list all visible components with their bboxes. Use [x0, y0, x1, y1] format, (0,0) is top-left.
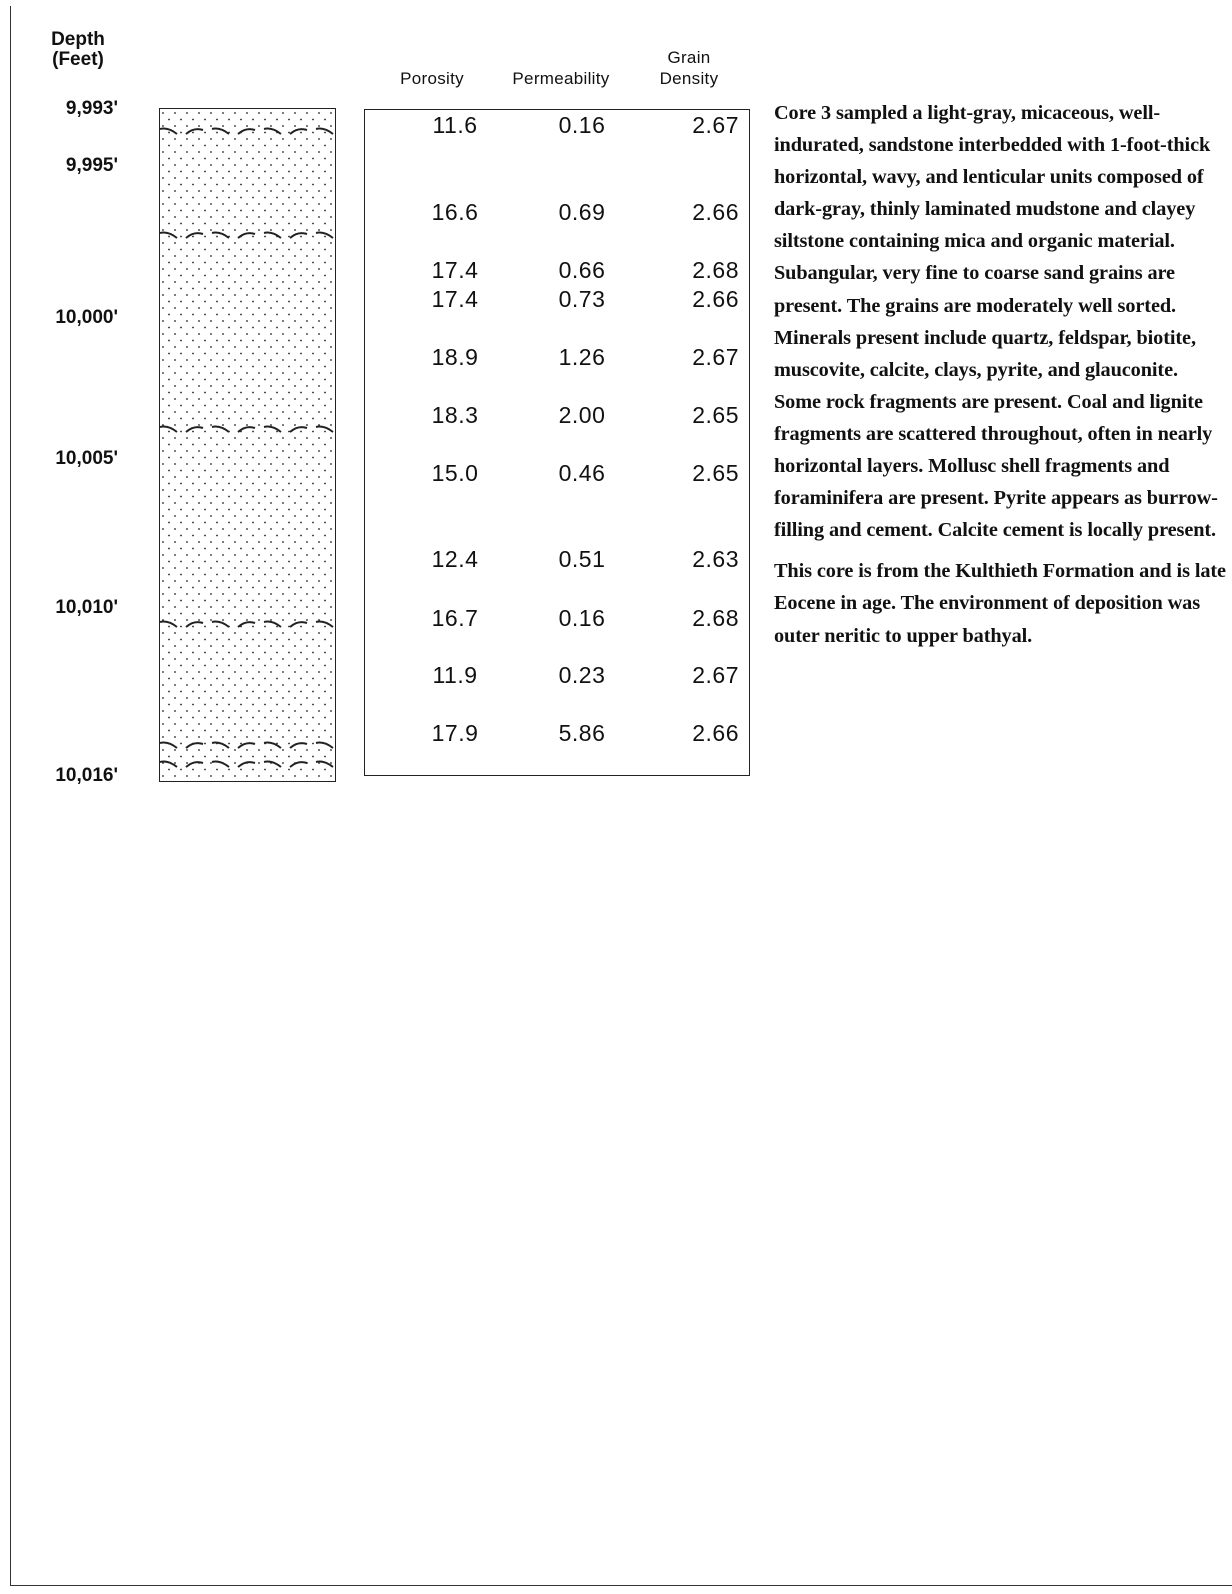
permeability-value: 0.16: [558, 605, 606, 631]
depth-label: 10,000': [55, 307, 118, 328]
grain-density-value: 2.67: [692, 662, 739, 688]
grain-density-value: 2.67: [692, 344, 739, 370]
grain-density-header-line2: Density: [659, 69, 719, 88]
porosity-value: 18.9: [431, 344, 479, 370]
porosity-value: 17.9: [431, 720, 479, 746]
depth-header: Depth (Feet): [34, 30, 122, 70]
porosity-value: 18.3: [431, 402, 479, 428]
mudstone-lamina: [160, 127, 334, 135]
depth-label: 10,016': [55, 765, 118, 786]
grain-density-value: 2.68: [692, 605, 739, 631]
description-paragraph: Core 3 sampled a light-gray, micaceous, …: [774, 102, 1218, 542]
sandstone-stipple: [162, 112, 332, 777]
permeability-value: 5.86: [558, 720, 606, 746]
grain-density-value: 2.68: [692, 257, 739, 283]
permeability-header: Permeability: [512, 69, 610, 88]
description-paragraph: This core is from the Kulthieth Formatio…: [774, 560, 1226, 647]
depth-header-unit: (Feet): [52, 49, 104, 70]
porosity-value: 12.4: [431, 546, 479, 572]
porosity-header: Porosity: [400, 69, 464, 88]
porosity-value: 16.6: [431, 199, 479, 225]
mudstone-lamina: [160, 760, 334, 768]
permeability-value: 0.23: [558, 662, 606, 688]
permeability-value: 0.73: [558, 286, 606, 312]
grain-density-value: 2.65: [692, 460, 739, 486]
permeability-value: 0.66: [558, 257, 606, 283]
grain-density-value: 2.65: [692, 402, 739, 428]
core-description: Core 3 sampled a light-gray, micaceous, …: [774, 97, 1226, 661]
permeability-value: 0.51: [558, 546, 606, 572]
permeability-value: 0.69: [558, 199, 606, 225]
depth-label: 9,995': [65, 155, 118, 176]
permeability-value: 1.26: [558, 344, 606, 370]
grain-density-value: 2.66: [692, 286, 739, 312]
grain-density-value: 2.63: [692, 546, 739, 572]
depth-header-title: Depth: [51, 29, 105, 50]
porosity-value: 17.4: [431, 286, 479, 312]
core-analysis-table: [364, 109, 750, 776]
grain-density-header-line1: Grain: [667, 48, 711, 67]
depth-label: 10,005': [55, 448, 118, 469]
porosity-value: 16.7: [431, 605, 479, 631]
grain-density-value: 2.66: [692, 720, 739, 746]
depth-label: 10,010': [55, 597, 118, 618]
porosity-value: 17.4: [431, 257, 479, 283]
grain-density-value: 2.67: [692, 112, 739, 138]
porosity-value: 15.0: [431, 460, 479, 486]
permeability-value: 0.46: [558, 460, 606, 486]
permeability-value: 0.16: [558, 112, 606, 138]
mudstone-lamina: [160, 425, 334, 433]
grain-density-header: Grain Density: [645, 47, 733, 89]
core-lithology-column: [159, 108, 336, 782]
mudstone-lamina: [160, 231, 334, 239]
permeability-value: 2.00: [558, 402, 606, 428]
depth-label: 9,993': [65, 98, 118, 119]
lithology-pattern: [160, 112, 334, 777]
porosity-value: 11.9: [432, 662, 478, 688]
mudstone-lamina: [160, 620, 334, 628]
page-frame: [10, 6, 1232, 1586]
mudstone-lamina: [160, 741, 334, 749]
porosity-value: 11.6: [432, 112, 478, 138]
grain-density-value: 2.66: [692, 199, 739, 225]
